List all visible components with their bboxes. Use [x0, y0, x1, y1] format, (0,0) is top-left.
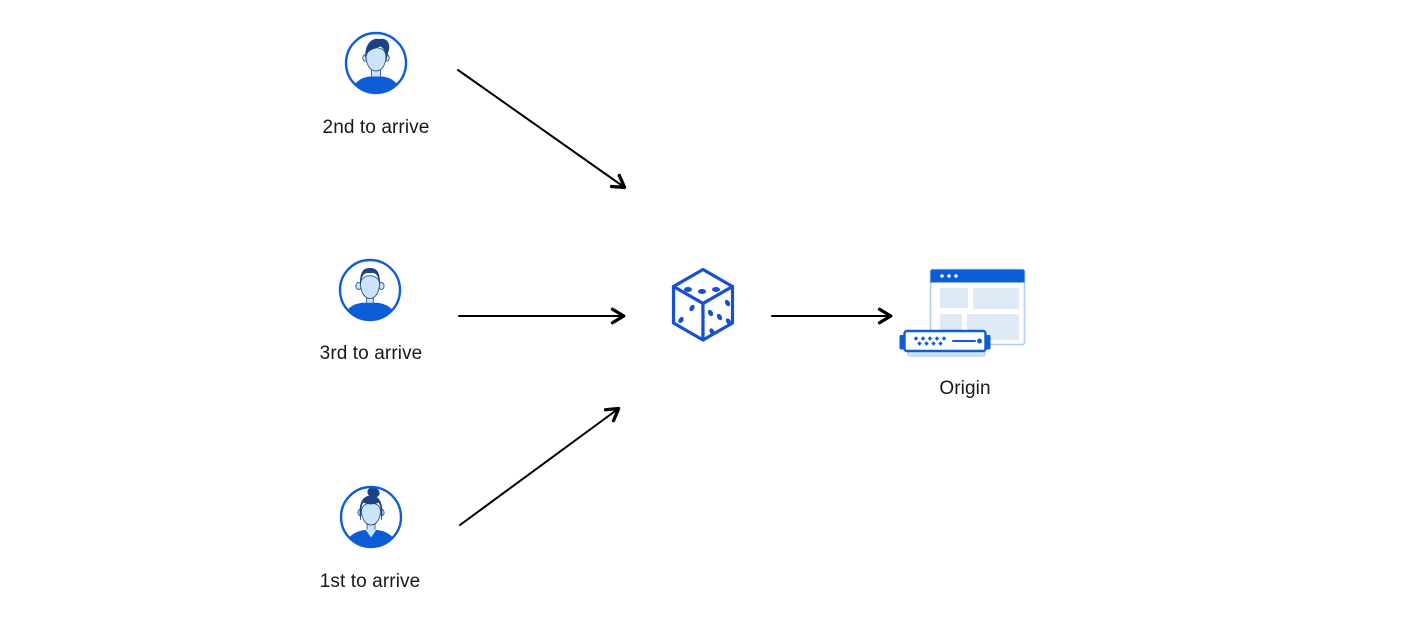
user-avatar-icon [339, 485, 403, 549]
edge-2nd-to-dice [457, 69, 627, 190]
node-visitor-1st: 1st to arrive [320, 484, 420, 592]
browser-titlebar [930, 269, 1025, 283]
user-avatar-icon [338, 258, 402, 322]
node-origin: Origin [895, 262, 1030, 399]
server-vent-diamonds [913, 336, 947, 346]
user-avatar-icon [344, 31, 408, 95]
browser-titlebar-dots [940, 274, 958, 278]
dice-icon [671, 267, 735, 342]
node-label: Origin [939, 378, 991, 399]
server-unit [899, 329, 991, 357]
node-label: 3rd to arrive [319, 343, 423, 364]
node-visitor-3rd: 3rd to arrive [320, 257, 422, 364]
edge-1st-to-dice [459, 406, 621, 526]
node-visitor-2nd: 2nd to arrive [323, 30, 429, 138]
node-label: 1st to arrive [319, 571, 421, 592]
node-random-selector [667, 265, 739, 350]
origin-server-icon [899, 268, 1026, 357]
node-label: 2nd to arrive [322, 117, 430, 138]
browser-content-panels [940, 288, 1019, 340]
